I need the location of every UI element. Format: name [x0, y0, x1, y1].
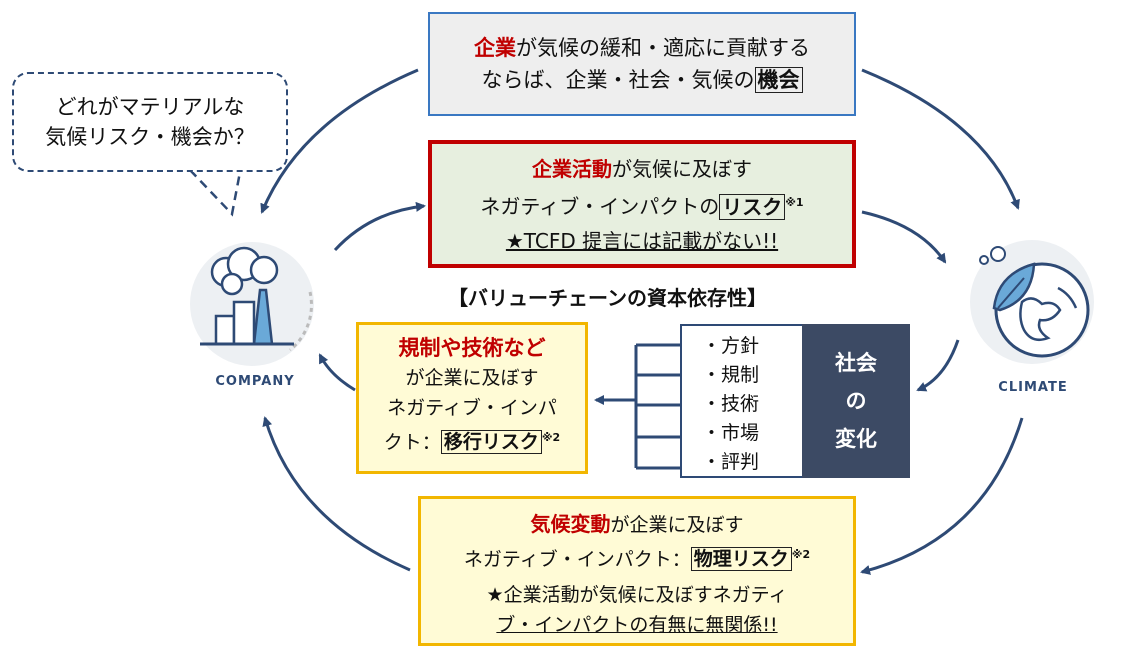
physical-line-2: ネガティブ・インパクト：物理リスク※2: [421, 540, 853, 574]
transition-risk-box: 規制や技術など が企業に及ぼす ネガティブ・インパ クト：移行リスク※2: [356, 322, 588, 474]
opportunity-line-2-text: ならば、企業・社会・気候の: [481, 68, 755, 92]
transition-line-3: ネガティブ・インパ: [387, 397, 557, 419]
transition-keyword: 移行リスク: [440, 430, 542, 455]
society-label-line-1: 社会: [835, 351, 877, 375]
society-item: ・規制: [702, 364, 760, 386]
arrow-company-to-mid: [333, 201, 426, 252]
physical-line-4: ブ・インパクトの有無に無関係!!: [496, 614, 778, 637]
arrow-climate-to-physical: [860, 417, 1024, 575]
opportunity-box: 企業が気候の緩和・適応に貢献する ならば、企業・社会・気候の機会: [428, 12, 856, 116]
impact-line-1-text: が気候に及ぼす: [612, 157, 752, 181]
physical-line-1: 気候変動が企業に及ぼす: [421, 509, 853, 540]
physical-line-1-text: が企業に及ぼす: [610, 514, 744, 536]
arrow-top-to-climate: [861, 68, 1020, 210]
impact-line-1: 企業活動が気候に及ぼす: [432, 152, 852, 186]
transition-subject: 規制や技術など: [398, 336, 546, 360]
physical-subject: 気候変動: [530, 512, 611, 536]
company-node: COMPANY: [182, 232, 328, 408]
physical-risk-box: 気候変動が企業に及ぼす ネガティブ・インパクト：物理リスク※2 ★企業活動が気候…: [418, 496, 856, 646]
impact-line-2: ネガティブ・インパクトのリスク※1: [432, 186, 852, 224]
transition-line-4: クト：移行リスク※2: [359, 423, 585, 457]
arrow-transition-to-company: [318, 353, 356, 392]
society-label-line-2: の: [845, 389, 867, 413]
arrow-physical-to-company: [262, 416, 411, 572]
climate-label: CLIMATE: [998, 380, 1068, 395]
climate-node: CLIMATE: [958, 230, 1108, 410]
opportunity-line-1-text: が気候の緩和・適応に貢献する: [516, 36, 810, 60]
factory-icon: [190, 242, 314, 366]
opportunity-keyword: 機会: [754, 67, 803, 93]
speech-line-2: 気候リスク・機会か？: [45, 125, 255, 149]
speech-line-1: どれがマテリアルな: [55, 95, 245, 119]
transition-line-4-text: クト：: [383, 431, 441, 454]
speech-tail: [189, 169, 242, 217]
society-label-line-3: 変化: [835, 427, 877, 451]
opportunity-subject: 企業: [474, 36, 516, 60]
society-bracket: [634, 343, 680, 470]
impact-note: ※1: [785, 196, 804, 209]
society-item: ・市場: [702, 422, 760, 444]
globe-leaf-icon: [970, 240, 1094, 364]
value-chain-title: 【バリューチェーンの資本依存性】: [448, 286, 767, 310]
arrow-climate-to-society: [916, 339, 960, 392]
society-item: ・技術: [702, 393, 760, 415]
society-item: ・方針: [702, 335, 760, 357]
society-item: ・評判: [702, 451, 760, 473]
physical-line-3: ★企業活動が気候に及ぼすネガティ: [486, 584, 788, 607]
arrow-top-to-company: [260, 68, 419, 214]
transition-line-2: が企業に及ぼす: [405, 367, 539, 389]
physical-keyword: 物理リスク: [690, 547, 792, 572]
physical-line-2-text: ネガティブ・インパクト：: [463, 548, 691, 571]
opportunity-line-2: ならば、企業・社会・気候の機会: [430, 64, 854, 96]
arrow-mid-to-climate: [861, 210, 947, 264]
impact-keyword: リスク: [719, 193, 786, 220]
physical-note: ※2: [791, 548, 811, 561]
impact-subject: 企業活動: [532, 157, 612, 181]
society-factor-list: ・方針 ・規制 ・技術 ・市場 ・評判: [680, 324, 804, 478]
society-change-label: 社会 の 変化: [802, 324, 910, 478]
transition-note: ※2: [541, 431, 561, 444]
company-label: COMPANY: [215, 374, 295, 389]
impact-risk-box: 企業活動が気候に及ぼす ネガティブ・インパクトのリスク※1 ★TCFD 提言には…: [428, 140, 856, 268]
speech-bubble: どれがマテリアルな 気候リスク・機会か？: [12, 72, 288, 172]
impact-line-2-text: ネガティブ・インパクトの: [480, 194, 720, 219]
opportunity-line-1: 企業が気候の緩和・適応に貢献する: [430, 32, 854, 64]
impact-line-3: ★TCFD 提言には記載がない!!: [505, 228, 779, 253]
